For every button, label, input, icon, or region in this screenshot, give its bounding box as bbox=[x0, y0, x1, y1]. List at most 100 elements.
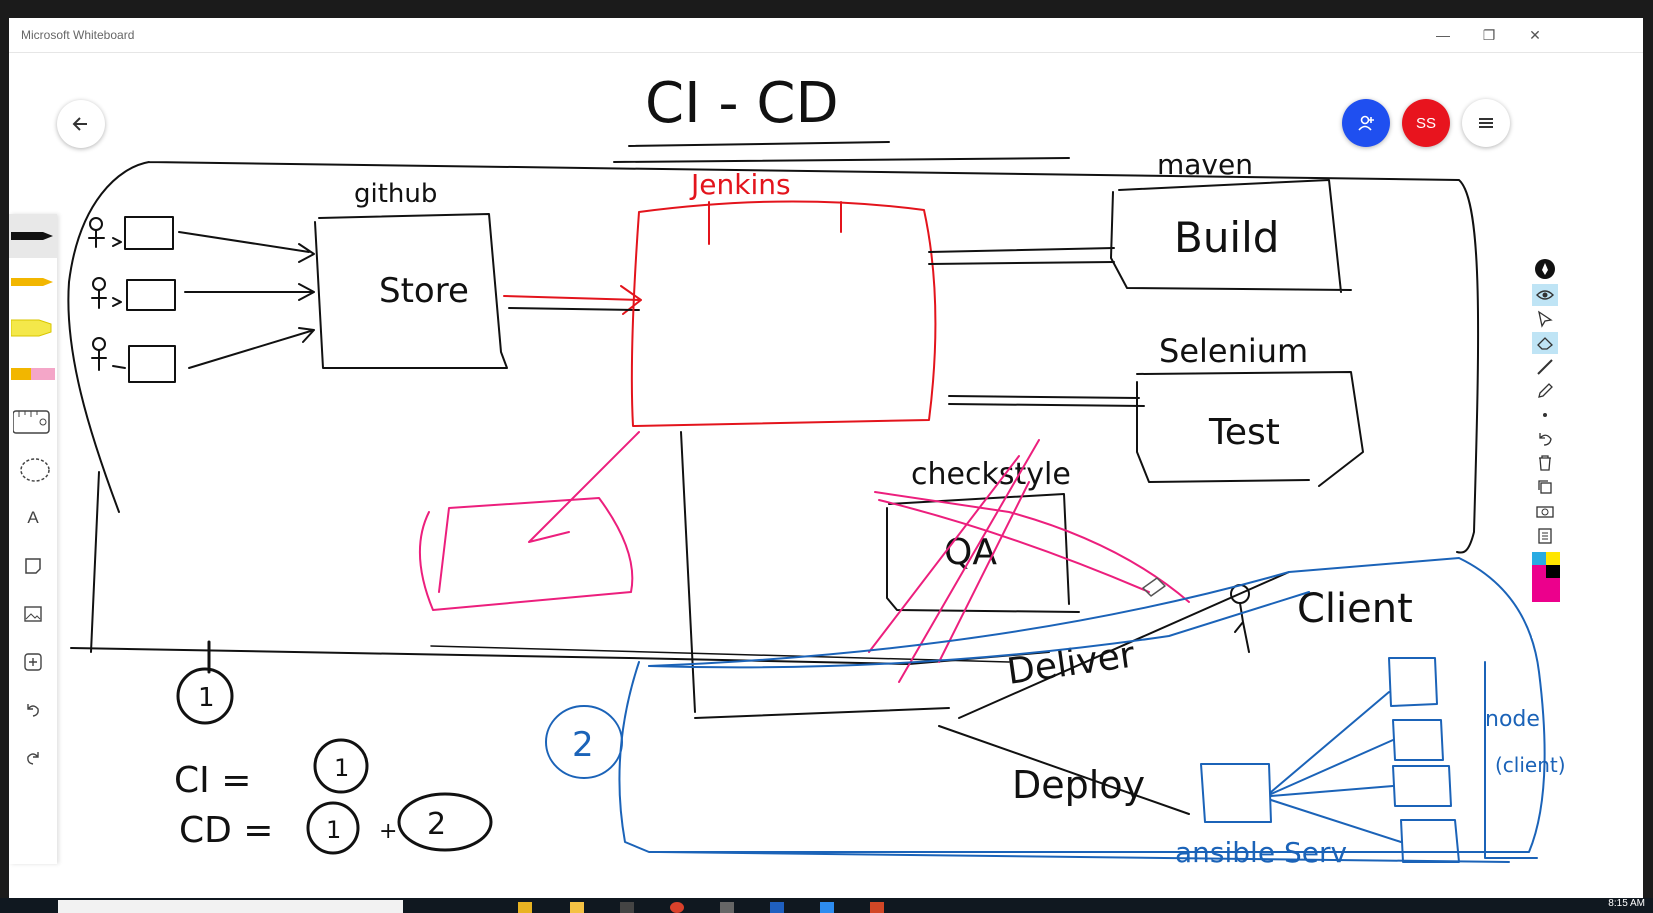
pencil-icon bbox=[1538, 383, 1553, 398]
ruler-tool[interactable] bbox=[9, 400, 57, 444]
view-toggle[interactable] bbox=[1532, 284, 1558, 306]
ink-icon bbox=[1535, 259, 1555, 279]
taskbar: 8:15 AM bbox=[0, 898, 1653, 913]
ruler-toggle[interactable] bbox=[1532, 356, 1558, 378]
browser-icon[interactable] bbox=[670, 902, 684, 913]
office-icon[interactable] bbox=[870, 902, 884, 913]
lasso-icon bbox=[20, 458, 50, 482]
ci-equation: CI = bbox=[174, 760, 251, 801]
select-icon bbox=[1538, 310, 1553, 328]
ci-value: 1 bbox=[334, 754, 349, 782]
eraser-tool[interactable] bbox=[9, 352, 57, 396]
undo-icon bbox=[1539, 433, 1552, 446]
selenium-label: Selenium bbox=[1159, 332, 1308, 370]
note-tool[interactable] bbox=[9, 544, 57, 588]
screenshot-button[interactable] bbox=[1532, 500, 1558, 522]
github-label: github bbox=[354, 179, 437, 209]
ruler-icon bbox=[13, 410, 50, 434]
eraser-cursor-icon bbox=[1142, 577, 1166, 597]
image-icon bbox=[24, 606, 42, 622]
highlighter-tool[interactable] bbox=[9, 306, 57, 350]
color-palette[interactable] bbox=[1532, 552, 1560, 604]
invite-button[interactable] bbox=[1342, 99, 1390, 147]
avatar[interactable]: SS bbox=[1402, 99, 1450, 147]
undo-button[interactable] bbox=[9, 688, 57, 732]
dot-toggle[interactable] bbox=[1532, 404, 1558, 426]
terminal-icon[interactable] bbox=[720, 902, 734, 913]
jenkins-label: Jenkins bbox=[689, 168, 791, 201]
board-title: CI - CD bbox=[645, 71, 839, 136]
eye-icon bbox=[1536, 290, 1554, 300]
minimize-button[interactable]: — bbox=[1436, 27, 1450, 43]
store-label: Store bbox=[379, 271, 469, 311]
back-button[interactable] bbox=[57, 100, 105, 148]
step2-label: 2 bbox=[572, 725, 594, 765]
select-tool[interactable] bbox=[1532, 308, 1558, 330]
redo-button[interactable] bbox=[9, 736, 57, 780]
zoom-icon[interactable] bbox=[820, 902, 834, 913]
restore-button[interactable]: ❐ bbox=[1482, 26, 1496, 43]
text-icon: A bbox=[27, 508, 39, 527]
arrow-left-icon bbox=[72, 117, 87, 131]
cd-equation: CD = bbox=[179, 810, 273, 851]
test-label: Test bbox=[1208, 412, 1280, 453]
hamburger-icon bbox=[1479, 118, 1493, 128]
insert-tool[interactable] bbox=[9, 640, 57, 684]
plus-sign: + bbox=[379, 819, 397, 844]
screenshot-icon bbox=[1536, 506, 1554, 518]
ruler-icon bbox=[1537, 359, 1553, 375]
title-bar: Microsoft Whiteboard — ❐ ✕ bbox=[9, 18, 1643, 53]
build-label: Build bbox=[1174, 213, 1279, 262]
client-label: Client bbox=[1297, 586, 1413, 632]
add-icon bbox=[24, 653, 42, 671]
undo-icon bbox=[27, 704, 39, 717]
store-icon[interactable] bbox=[770, 902, 784, 913]
client-node-label: (client) bbox=[1495, 753, 1566, 777]
eraser-icon bbox=[1537, 337, 1553, 350]
black-pen-icon bbox=[11, 232, 53, 240]
clipboard-icon bbox=[1538, 528, 1552, 544]
inking-toolbar: A bbox=[9, 214, 57, 864]
ink-toggle[interactable] bbox=[1532, 258, 1558, 280]
clipboard-button[interactable] bbox=[1532, 524, 1558, 546]
eraser-icon bbox=[11, 368, 55, 380]
deploy-label: Deploy bbox=[1012, 763, 1145, 807]
delete-icon bbox=[1539, 455, 1551, 471]
dot-icon bbox=[1543, 413, 1547, 417]
step1-label: 1 bbox=[198, 683, 215, 713]
yellow-pen-icon bbox=[11, 278, 53, 286]
black-pen-tool[interactable] bbox=[9, 214, 57, 258]
checkstyle-label: checkstyle bbox=[911, 457, 1071, 492]
copy-button[interactable] bbox=[1532, 476, 1558, 498]
highlighter-icon bbox=[11, 319, 52, 337]
whiteboard-window: Microsoft Whiteboard — ❐ ✕ CI - CD bbox=[9, 18, 1643, 898]
copy-icon bbox=[1538, 480, 1552, 494]
close-button[interactable]: ✕ bbox=[1529, 26, 1541, 43]
delete-button[interactable] bbox=[1532, 452, 1558, 474]
sticky-note-icon bbox=[25, 558, 41, 574]
taskbar-clock[interactable]: 8:15 AM bbox=[1608, 898, 1645, 909]
eraser-toggle[interactable] bbox=[1532, 332, 1558, 354]
node-label: node bbox=[1485, 707, 1540, 732]
ansible-label: ansible Serv bbox=[1175, 836, 1347, 869]
text-tool[interactable]: A bbox=[9, 496, 57, 540]
undo-ink-button[interactable] bbox=[1532, 428, 1558, 450]
image-tool[interactable] bbox=[9, 592, 57, 636]
app-title: Microsoft Whiteboard bbox=[21, 28, 135, 42]
app-icon[interactable] bbox=[620, 902, 634, 913]
taskbar-search[interactable] bbox=[58, 900, 403, 913]
pen-toolbar bbox=[1532, 258, 1560, 638]
maven-label: maven bbox=[1157, 148, 1253, 181]
whiteboard-canvas[interactable]: CI - CD github Store bbox=[9, 52, 1643, 898]
qa-label: QA bbox=[944, 532, 997, 573]
redo-icon bbox=[27, 752, 39, 765]
file-explorer-icon[interactable] bbox=[518, 902, 532, 913]
menu-button[interactable] bbox=[1462, 99, 1510, 147]
yellow-pen-tool[interactable] bbox=[9, 260, 57, 304]
cd-value-1: 1 bbox=[326, 816, 341, 844]
pencil-toggle[interactable] bbox=[1532, 380, 1558, 402]
add-person-icon bbox=[1358, 115, 1374, 131]
lasso-tool[interactable] bbox=[9, 448, 57, 492]
cd-value-2: 2 bbox=[427, 807, 446, 842]
folder-icon[interactable] bbox=[570, 902, 584, 913]
